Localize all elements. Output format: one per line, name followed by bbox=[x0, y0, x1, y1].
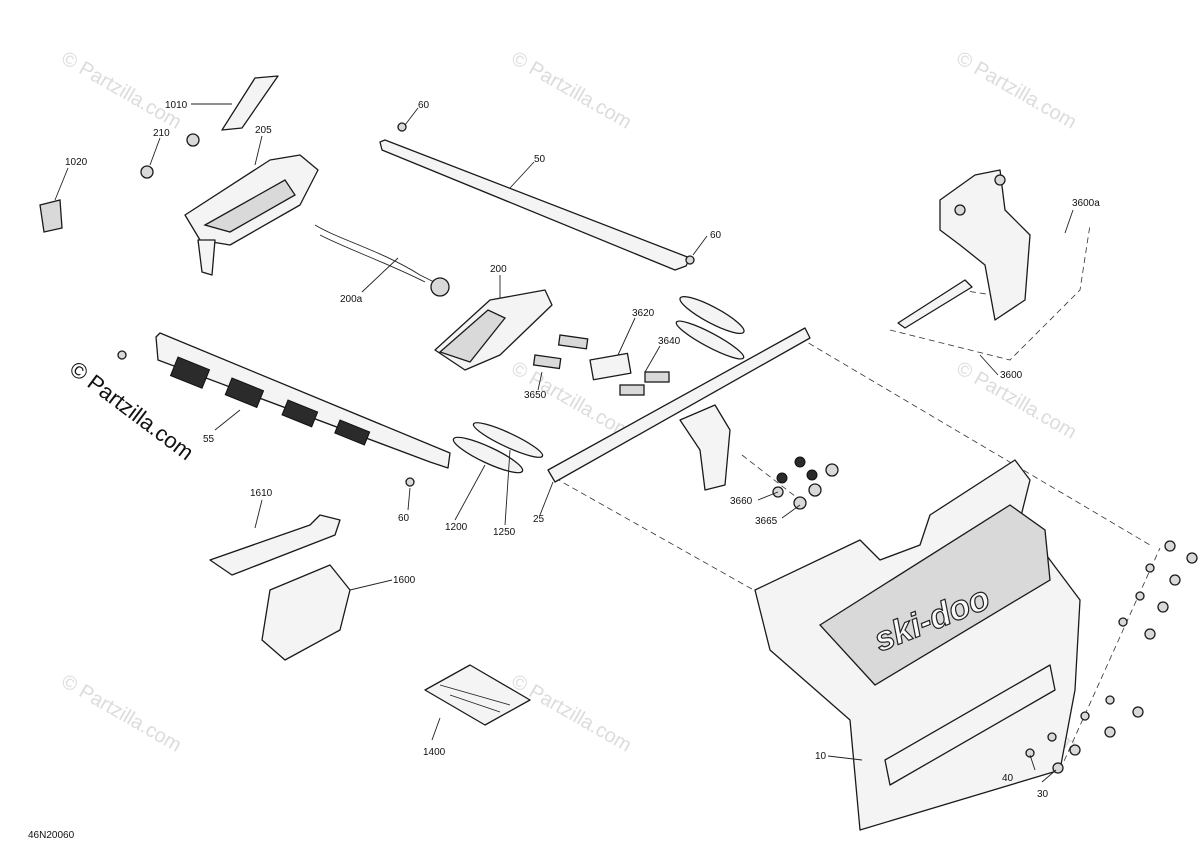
bar-50 bbox=[379, 139, 691, 271]
gasket-1200-upper bbox=[679, 296, 745, 334]
callout-60-lower: 60 bbox=[398, 513, 410, 524]
nut-210-b bbox=[186, 133, 200, 147]
center-bracket bbox=[679, 404, 731, 491]
callout-200a: 200a bbox=[340, 294, 363, 305]
watermark: © Partzilla.com bbox=[508, 670, 636, 756]
strap-1610 bbox=[209, 514, 341, 576]
callout-1400: 1400 bbox=[423, 747, 446, 758]
watermark: © Partzilla.com bbox=[58, 670, 186, 756]
callout-25: 25 bbox=[533, 514, 545, 525]
watermark: © Partzilla.com bbox=[58, 47, 186, 133]
rear-flap-10: ski-doo bbox=[754, 459, 1081, 831]
callout-10: 10 bbox=[815, 751, 827, 762]
callout-3650: 3650 bbox=[524, 390, 547, 401]
callout-60-top: 60 bbox=[418, 100, 430, 111]
plate-3620 bbox=[589, 352, 632, 381]
lens-1250-upper bbox=[675, 320, 745, 360]
callout-30: 30 bbox=[1037, 789, 1049, 800]
watermark: © Partzilla.com bbox=[953, 47, 1081, 133]
side-plate-55 bbox=[155, 332, 451, 469]
nuts-3660-3665 bbox=[772, 456, 839, 510]
bolt-3650-a bbox=[557, 334, 589, 350]
tool-kit-1400 bbox=[424, 664, 531, 726]
callout-3640: 3640 bbox=[658, 336, 681, 347]
tool-bag-1600 bbox=[261, 564, 351, 661]
screw-60-lower bbox=[405, 477, 415, 487]
callout-60-bar: 60 bbox=[710, 230, 722, 241]
hitch-bracket-3600 bbox=[897, 169, 1031, 329]
screw-60-bar-end bbox=[685, 255, 695, 265]
wire-harness-200a bbox=[314, 224, 450, 297]
callout-3660: 3660 bbox=[730, 496, 753, 507]
callout-3665: 3665 bbox=[755, 516, 778, 527]
callout-205: 205 bbox=[255, 125, 272, 136]
callout-1010: 1010 bbox=[165, 100, 188, 111]
tail-light-200 bbox=[434, 289, 553, 371]
bolt-3640-a bbox=[619, 384, 645, 396]
decal-1010 bbox=[221, 75, 279, 131]
callout-labels: 1010 210 205 1020 60 50 60 3600a 200a 20… bbox=[65, 100, 1100, 800]
decal-1020 bbox=[39, 199, 63, 233]
callout-1610: 1610 bbox=[250, 488, 273, 499]
nut-210-a bbox=[140, 165, 154, 179]
callout-1020: 1020 bbox=[65, 157, 88, 168]
callout-200: 200 bbox=[490, 264, 507, 275]
callout-50: 50 bbox=[534, 154, 546, 165]
drawing-reference: 46N20060 bbox=[28, 830, 75, 841]
fasteners-30-40 bbox=[1025, 540, 1198, 774]
bolt-3640-b bbox=[644, 371, 670, 383]
callout-3620: 3620 bbox=[632, 308, 655, 319]
leader-lines bbox=[54, 103, 1074, 783]
callout-55: 55 bbox=[203, 434, 215, 445]
callout-210: 210 bbox=[153, 128, 170, 139]
callout-3600a: 3600a bbox=[1072, 198, 1100, 209]
callout-1600: 1600 bbox=[393, 575, 416, 586]
callout-3600: 3600 bbox=[1000, 370, 1023, 381]
screw-60-top bbox=[397, 122, 407, 132]
bracket-25 bbox=[547, 327, 811, 483]
bolt-3650-b bbox=[532, 354, 562, 370]
gasket-1200 bbox=[452, 436, 524, 474]
callout-40: 40 bbox=[1002, 773, 1014, 784]
light-housing-205 bbox=[184, 154, 319, 276]
callout-1250: 1250 bbox=[493, 527, 516, 538]
lens-1250 bbox=[472, 422, 544, 458]
screw-60-left bbox=[117, 350, 127, 360]
watermark: © Partzilla.com bbox=[508, 47, 636, 133]
callout-1200: 1200 bbox=[445, 522, 468, 533]
